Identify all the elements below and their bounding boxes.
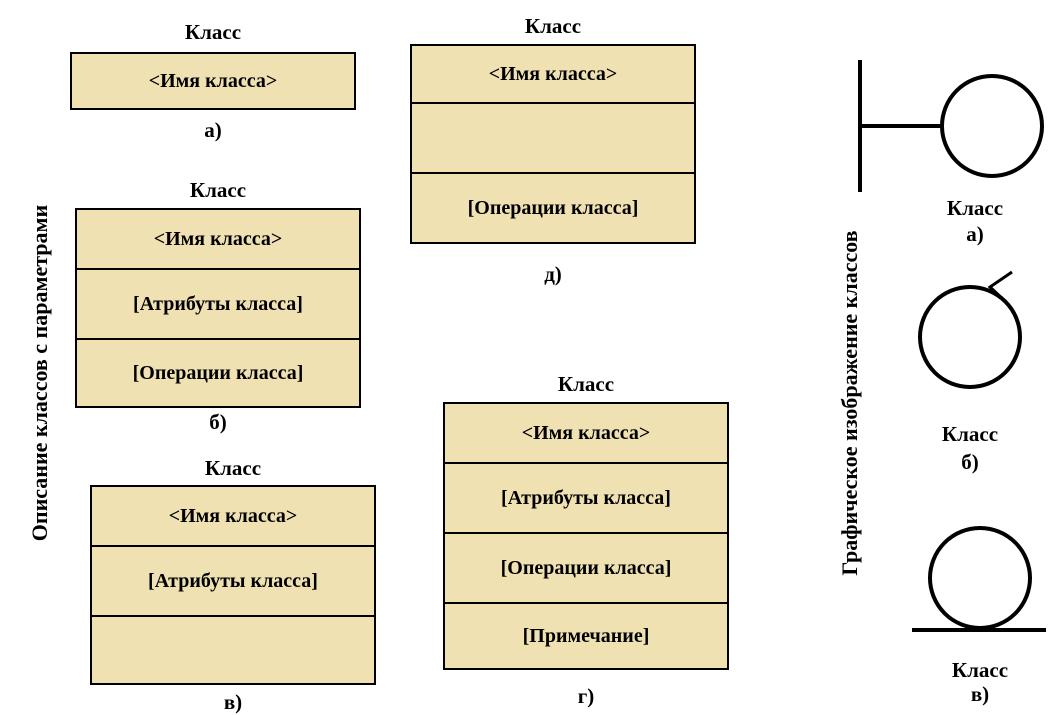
- class-d-title: Класс: [524, 14, 582, 38]
- symbol-a-label: а): [966, 222, 984, 246]
- class-v-box: <Имя класса> [Атрибуты класса]: [90, 485, 376, 685]
- entity-class-icon: [912, 526, 1046, 632]
- class-g-note: [Примечание]: [522, 624, 650, 647]
- class-b-label: б): [209, 410, 227, 434]
- class-v-attributes: [Атрибуты класса]: [92, 547, 374, 617]
- class-b-attributes: [Атрибуты класса]: [77, 270, 359, 340]
- symbol-v-class-word: Класс: [951, 658, 1009, 682]
- class-d-operations: [Операции класса]: [467, 196, 639, 219]
- class-v-label: в): [223, 690, 243, 714]
- symbol-b-class-word: Класс: [941, 422, 999, 446]
- class-g-attributes: [Атрибуты класса]: [445, 464, 727, 534]
- class-b-box: <Имя класса> [Атрибуты класса] [Операции…: [75, 208, 361, 408]
- symbol-v-label: в): [970, 682, 990, 706]
- class-b-title: Класс: [189, 178, 247, 202]
- class-a-label: а): [204, 118, 222, 142]
- class-a-box: <Имя класса>: [70, 52, 356, 110]
- class-d-box: <Имя класса> [Операции класса]: [410, 44, 696, 244]
- class-b-operations: [Операции класса]: [132, 361, 304, 384]
- class-g-name: <Имя класса>: [445, 404, 727, 464]
- class-g-box: <Имя класса> [Атрибуты класса] [Операции…: [443, 402, 729, 670]
- class-d-name: <Имя класса>: [412, 46, 694, 104]
- boundary-class-icon: [858, 60, 1044, 192]
- class-v-title: Класс: [204, 456, 262, 480]
- class-a-name: <Имя класса>: [148, 69, 278, 92]
- class-a-title: Класс: [184, 20, 242, 44]
- class-d-label: д): [544, 262, 562, 286]
- class-g-label: г): [577, 684, 595, 708]
- symbol-a-class-word: Класс: [946, 196, 1004, 220]
- class-g-operations: [Операции класса]: [445, 534, 727, 604]
- symbol-b-label: б): [961, 450, 979, 474]
- class-b-name: <Имя класса>: [77, 210, 359, 270]
- class-v-name: <Имя класса>: [92, 487, 374, 547]
- class-g-title: Класс: [557, 372, 615, 396]
- control-class-icon: [918, 270, 1022, 389]
- class-d-empty: [412, 104, 694, 174]
